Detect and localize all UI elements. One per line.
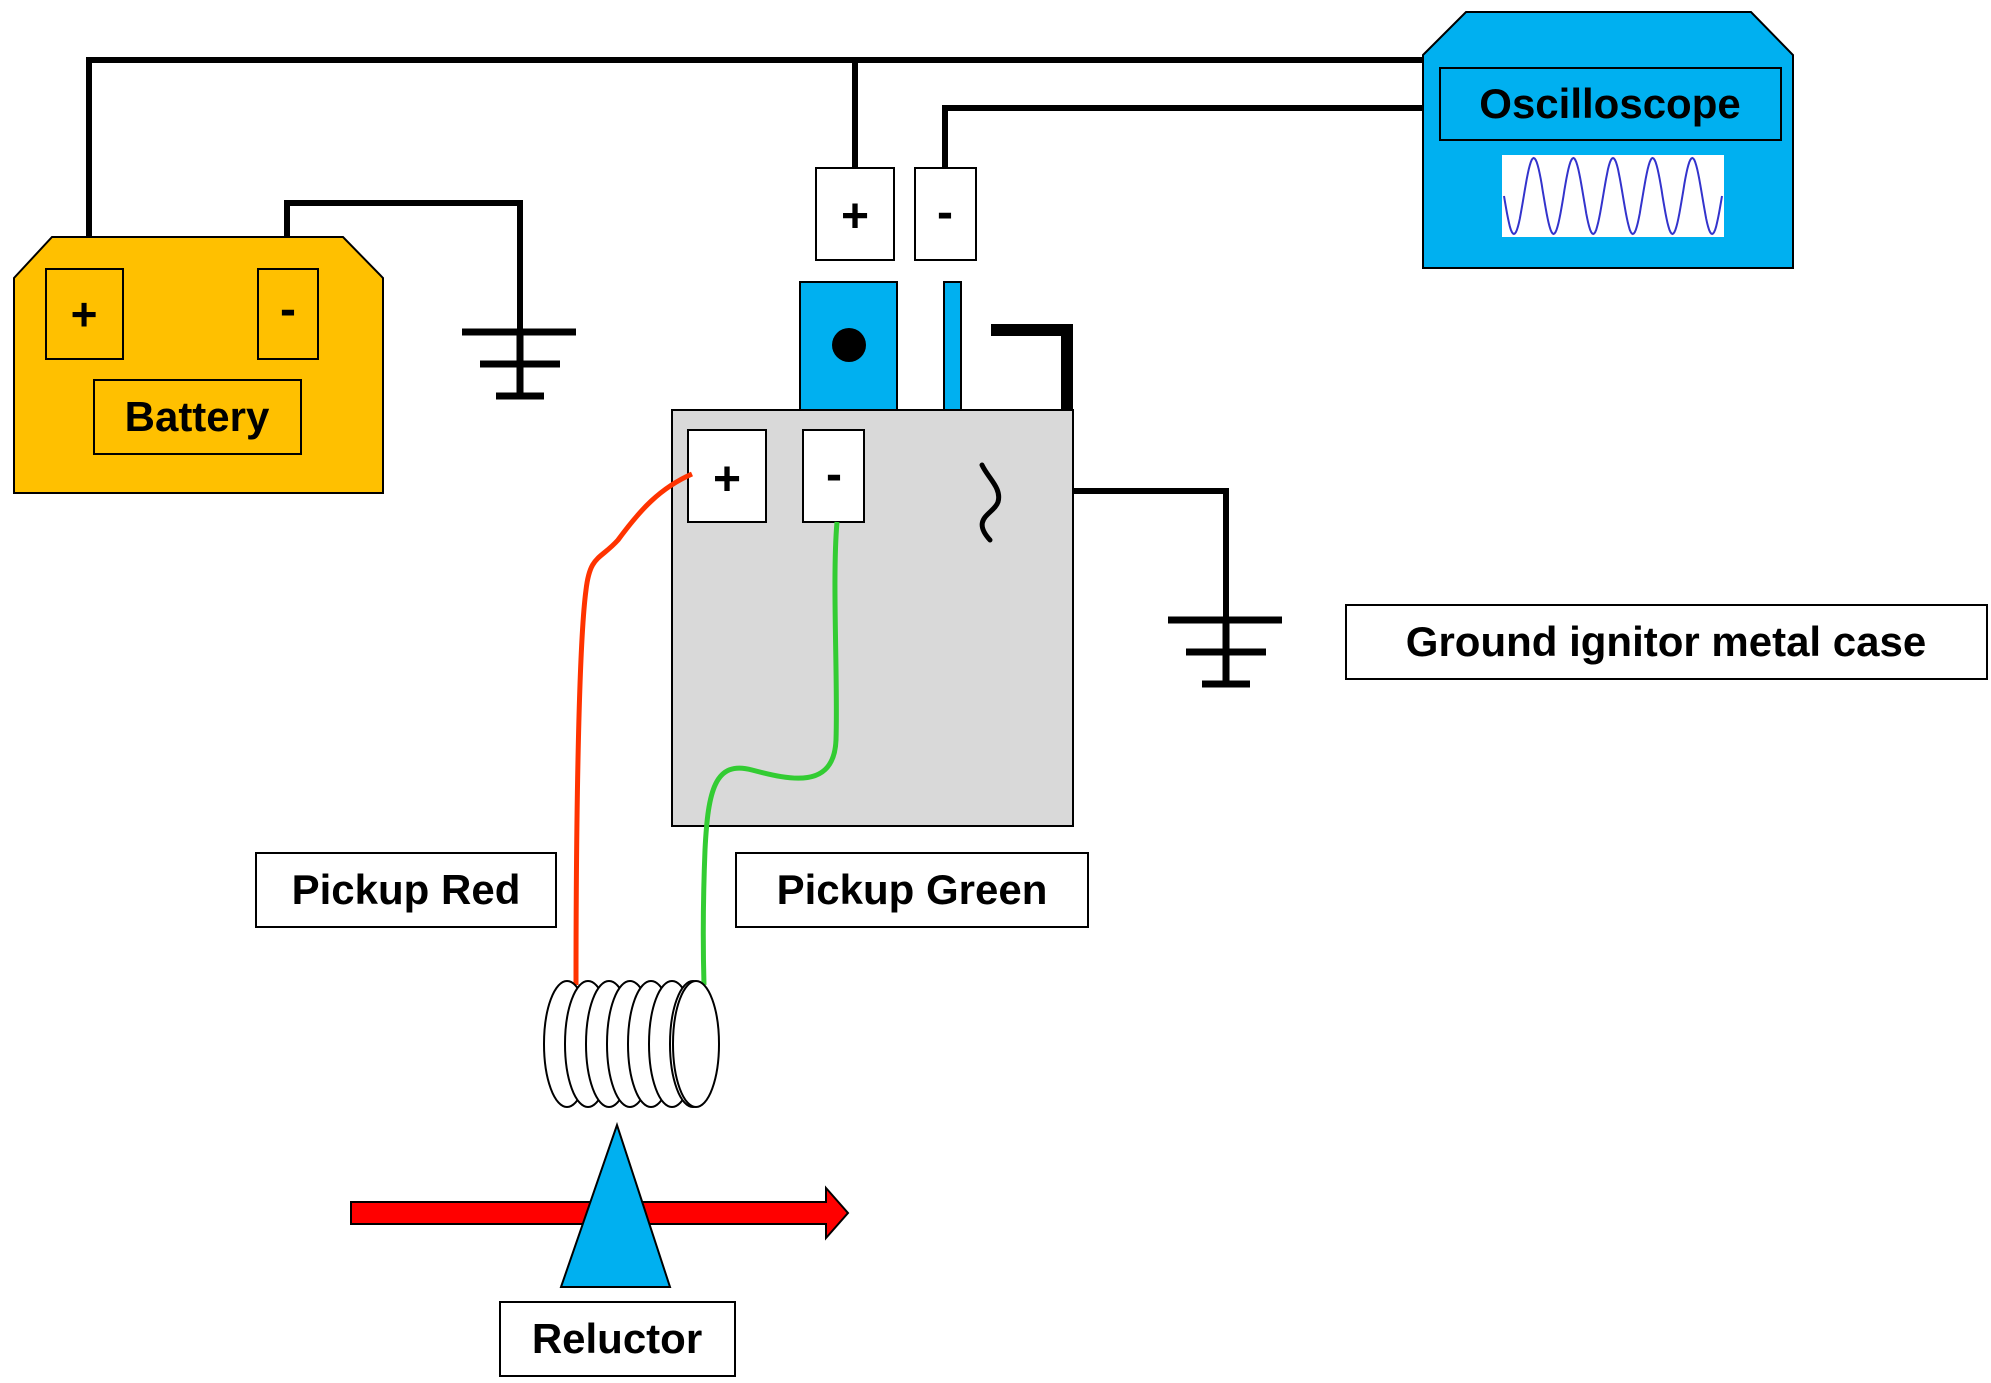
- connector-pin-icon: [832, 328, 866, 362]
- case-plus-label: +: [713, 453, 741, 506]
- pickup-green-wire: [700, 521, 840, 986]
- ground-case-label-group: Ground ignitor metal case: [1345, 604, 1988, 680]
- oscilloscope-label: Oscilloscope: [1479, 80, 1740, 127]
- pickup-green-label: Pickup Green: [777, 866, 1048, 913]
- reluctor-triangle-icon: [559, 1121, 672, 1288]
- wire-battery-plus: [86, 57, 1423, 237]
- ignitor-connector: + -: [799, 167, 977, 411]
- reluctor-label-group: Reluctor: [499, 1301, 736, 1377]
- pickup-red-wire: [573, 471, 694, 986]
- case-ground-clip-icon: [979, 462, 1002, 543]
- battery-plus-label: +: [71, 288, 98, 340]
- connector-minus-terminal: [914, 167, 977, 261]
- case-minus-terminal: [802, 429, 865, 523]
- wire-battery-minus: [284, 200, 523, 332]
- wire-tab: [991, 324, 1073, 410]
- ground-symbol-icon: [1168, 616, 1282, 688]
- connector-blade: [943, 281, 962, 411]
- battery-plus-terminal: [45, 268, 124, 360]
- connector-plus-terminal: [815, 167, 895, 261]
- reluctor-label: Reluctor: [532, 1315, 702, 1362]
- connector-minus-label: -: [937, 186, 953, 239]
- oscilloscope-screen: [1502, 155, 1724, 237]
- ignitor-case: + -: [671, 409, 1074, 827]
- battery-label: Battery: [125, 393, 270, 440]
- wire-scope-minus: [942, 105, 1423, 168]
- oscilloscope: Oscilloscope: [1422, 11, 1794, 269]
- oscilloscope-name-box: [1439, 67, 1782, 141]
- pickup-coil-icon: [543, 980, 720, 1108]
- battery-name-box: [93, 379, 302, 455]
- wire-case-ground: [1000, 488, 1229, 620]
- pickup-red-label-group: Pickup Red: [255, 852, 557, 928]
- oscilloscope-trace: [1503, 156, 1723, 236]
- wiring: [86, 57, 1423, 620]
- battery-minus-label: -: [280, 283, 296, 336]
- case-minus-label: -: [826, 448, 842, 501]
- battery: + - Battery: [13, 236, 384, 494]
- case-plus-terminal: [687, 429, 767, 523]
- pickup-red-label: Pickup Red: [292, 866, 521, 913]
- pickup-green-label-group: Pickup Green: [735, 852, 1089, 928]
- ground-case-label: Ground ignitor metal case: [1406, 618, 1926, 665]
- battery-minus-terminal: [257, 268, 319, 360]
- connector-plus-label: +: [841, 190, 869, 243]
- ground-symbol-icon: [462, 328, 576, 400]
